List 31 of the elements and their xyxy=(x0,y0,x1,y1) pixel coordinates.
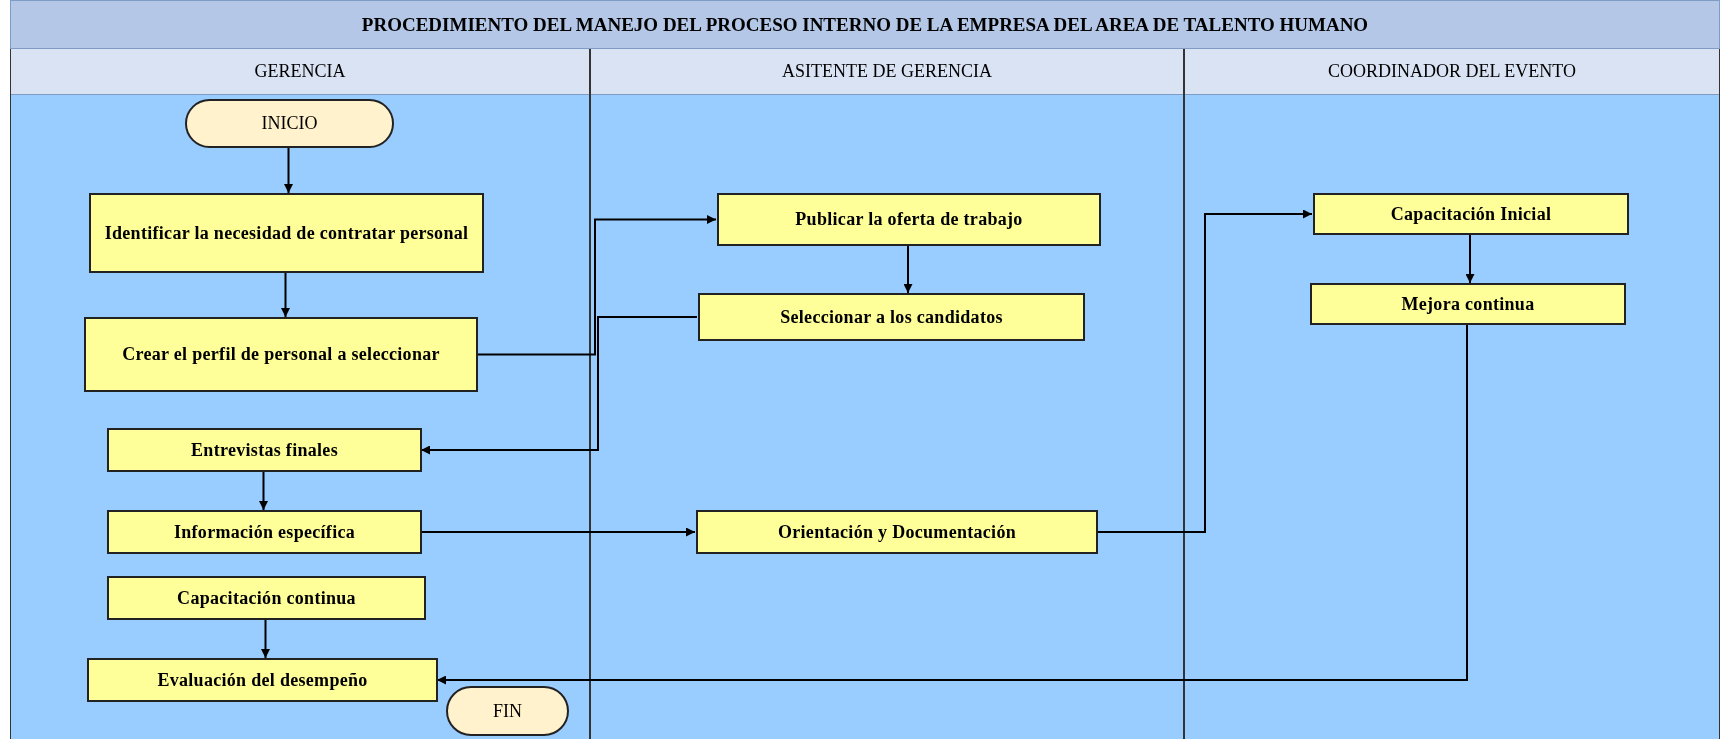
arrow xyxy=(436,324,1468,685)
arrow xyxy=(476,215,717,356)
swimlane xyxy=(10,49,590,739)
process-box: Mejora continua xyxy=(1310,283,1626,325)
process-box: Evaluación del desempeño xyxy=(87,658,438,702)
title-bar: PROCEDIMIENTO DEL MANEJO DEL PROCESO INTERNO DE LA EMPRESA DEL AREA DE TALENTO HUMANO xyxy=(10,0,1720,49)
arrow xyxy=(284,147,293,194)
process-box: Entrevistas finales xyxy=(107,428,422,472)
arrow xyxy=(903,245,913,294)
arrow xyxy=(261,619,270,659)
lane-header: COORDINADOR DEL EVENTO xyxy=(1185,49,1719,95)
process-box: Crear el perfil de personal a seleccionar xyxy=(84,317,478,392)
lane-header: GERENCIA xyxy=(11,49,589,95)
process-box: Información específica xyxy=(107,510,422,554)
process-box: Identificar la necesidad de contratar personal xyxy=(89,193,484,273)
arrow xyxy=(259,471,268,511)
terminal-shape: FIN xyxy=(446,686,569,736)
terminal-shape: INICIO xyxy=(185,99,394,148)
arrow xyxy=(420,316,698,455)
process-box: Capacitación continua xyxy=(107,576,426,620)
process-box: Publicar la oferta de trabajo xyxy=(717,193,1101,246)
process-box: Capacitación Inicial xyxy=(1313,193,1629,235)
process-box: Seleccionar a los candidatos xyxy=(698,293,1085,341)
arrow xyxy=(1096,209,1313,533)
swimlane xyxy=(590,49,1184,739)
process-box: Orientación y Documentación xyxy=(696,510,1098,554)
arrow xyxy=(420,527,696,537)
arrow xyxy=(1465,234,1475,284)
swimlane xyxy=(1184,49,1720,739)
lane-header: ASITENTE DE GERENCIA xyxy=(591,49,1183,95)
arrow xyxy=(281,272,290,318)
